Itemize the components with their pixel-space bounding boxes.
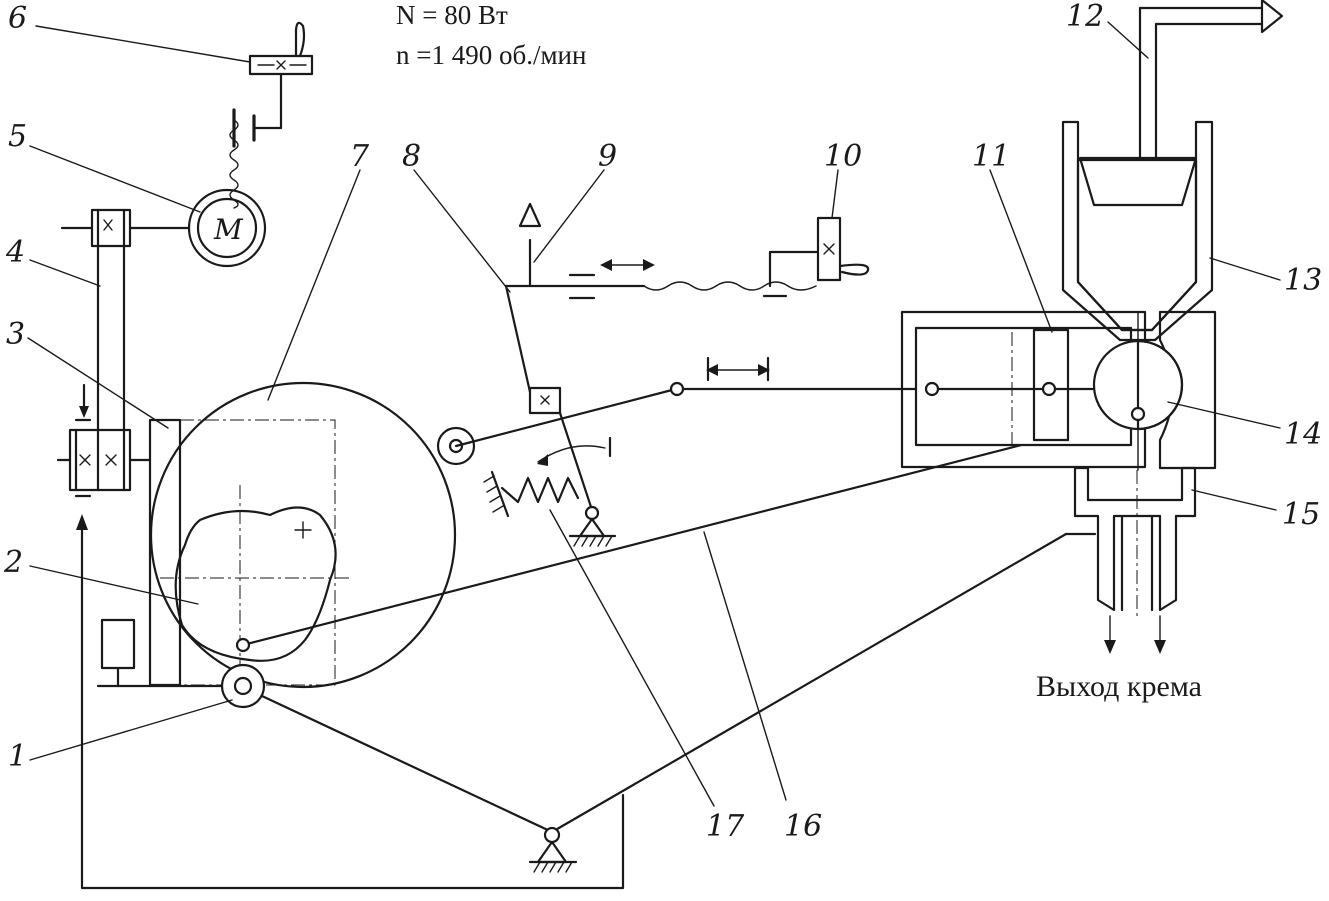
roller-1 (220, 663, 266, 709)
spec-power: N = 80 Вт (396, 0, 508, 30)
part-number-5: 5 (8, 119, 27, 154)
part-number-10: 10 (824, 139, 862, 174)
drum-7 (148, 381, 457, 690)
frame-arrow-up (76, 514, 88, 530)
part-number-8: 8 (402, 139, 421, 174)
part-number-4: 4 (5, 235, 25, 270)
part-number-17: 17 (706, 809, 745, 844)
switch-10-wire (643, 281, 817, 291)
piston-motion-arrow (706, 356, 770, 382)
part-number-13: 13 (1284, 263, 1322, 298)
part-number-12: 12 (1066, 0, 1104, 34)
part-number-3: 3 (6, 317, 25, 352)
link-8 (436, 381, 932, 466)
connecting-rod-16 (235, 413, 1140, 653)
switch-6 (229, 21, 314, 209)
belt-drive-4 (56, 208, 152, 498)
switch-6-handle (294, 21, 306, 58)
switch-10 (568, 216, 870, 300)
frame-lever-left (260, 694, 554, 834)
part-number-11: 11 (972, 139, 1010, 174)
control-box (100, 618, 136, 670)
plunger-rod-12 (1138, 6, 1264, 160)
part-number-2: 2 (3, 545, 23, 580)
part-number-7: 7 (350, 139, 370, 174)
leader-lines (27, 21, 1281, 807)
part-number-1: 1 (8, 739, 27, 774)
switch-6-wire (229, 119, 239, 209)
frame-3 (148, 418, 182, 687)
part-number-9: 9 (598, 139, 617, 174)
frame-lever-right (550, 532, 1068, 834)
spec-speed: n =1 490 об./мин (396, 40, 586, 70)
valve-14 (1092, 310, 1217, 471)
motor-5: M (60, 188, 267, 268)
hopper-13 (1061, 0, 1284, 342)
part-number-15: 15 (1282, 497, 1320, 532)
rocker-9 (504, 202, 646, 547)
motor-icon: M (213, 213, 244, 246)
plunger-12 (1078, 156, 1198, 207)
fixed-pivot-icon (528, 826, 578, 873)
part-number-16: 16 (784, 809, 822, 844)
part-number-6: 6 (8, 1, 27, 36)
part-number-14: 14 (1284, 417, 1322, 452)
output-label: Выход крема (1036, 670, 1202, 703)
part-numbers: 6 5 4 3 2 1 7 8 9 10 11 12 13 14 15 16 1… (3, 0, 1322, 844)
base-frame (80, 525, 625, 890)
nozzle-15 (1073, 466, 1197, 654)
spring-17 (483, 470, 580, 518)
cam-2 (174, 506, 337, 662)
